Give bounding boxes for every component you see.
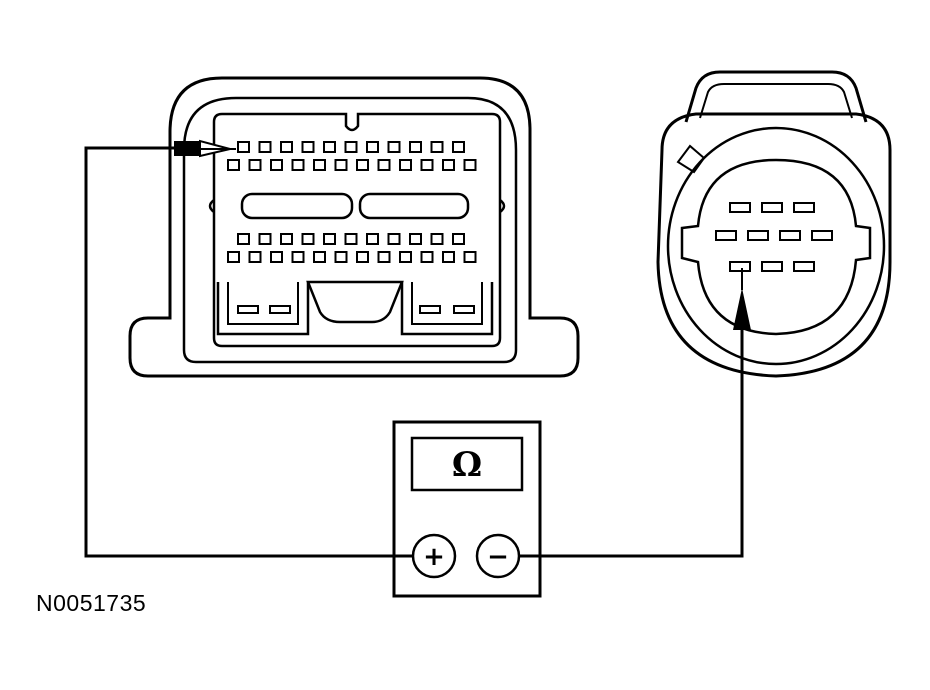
module-pin (356, 159, 369, 171)
module-pin (377, 251, 391, 263)
module-pin (334, 251, 348, 263)
module-power-pin (269, 305, 291, 314)
module-center-key (306, 280, 404, 324)
positive-test-lead (84, 146, 413, 558)
sensor-pin (715, 230, 737, 241)
positive-probe (174, 139, 236, 158)
module-housing-outline (128, 76, 580, 378)
module-pin (430, 233, 444, 245)
module-pin (377, 159, 391, 171)
sensor-pin (729, 202, 751, 213)
module-power-pocket-right (400, 282, 494, 336)
test-leads (84, 146, 744, 558)
module-pin (344, 233, 358, 245)
module-pin (291, 159, 305, 171)
module-pin (387, 141, 401, 153)
module-pin (237, 233, 250, 245)
multimeter-display (410, 436, 524, 492)
module-pin (387, 233, 401, 245)
module-pin (452, 141, 465, 153)
sensor-body-outline (656, 112, 892, 378)
module-pin (248, 159, 262, 171)
module-pin (280, 141, 293, 153)
sensor-pin (779, 230, 801, 241)
sensor-pin (811, 230, 833, 241)
sensor-pin (729, 261, 751, 272)
multimeter-ohm-symbol: Ω (452, 445, 482, 485)
module-pin (248, 251, 262, 263)
module-latch-left (208, 199, 215, 213)
module-pin (313, 159, 326, 171)
module-pin (323, 233, 336, 245)
module-pin (399, 159, 412, 171)
module-pin (442, 159, 455, 171)
module-pin (420, 159, 434, 171)
module-power-pin (237, 305, 259, 314)
module-pin (301, 233, 315, 245)
negative-test-lead (519, 320, 744, 558)
sensor-inner-ring (666, 126, 886, 366)
module-pin (356, 251, 369, 263)
module-key-slot-left (240, 192, 354, 220)
module-pin (430, 141, 444, 153)
multimeter-body (392, 420, 542, 598)
module-pin (227, 159, 240, 171)
module-pin (366, 141, 379, 153)
module-power-pocket-left-inner (227, 282, 299, 325)
sensor-pin (793, 261, 815, 272)
sensor-latch-inner (699, 83, 853, 119)
module-face (212, 112, 502, 348)
module-power-pin (453, 305, 475, 314)
sensor-pin (761, 261, 783, 272)
sensor-connector (656, 70, 892, 378)
module-pin (270, 251, 283, 263)
sensor-latch (684, 70, 868, 123)
module-pin (227, 251, 240, 263)
sensor-key (676, 144, 706, 174)
module-pin (313, 251, 326, 263)
module-connector (128, 76, 580, 378)
module-pin (409, 233, 422, 245)
sensor-pin (793, 202, 815, 213)
module-shroud (182, 96, 518, 364)
module-pin (270, 159, 283, 171)
module-pin (237, 141, 250, 153)
figure-reference-id: N0051735 (36, 590, 147, 616)
module-key-slot-right (358, 192, 470, 220)
module-pin-array (227, 141, 477, 263)
module-pin (334, 159, 348, 171)
module-pin (258, 141, 272, 153)
multimeter-negative-label: − (487, 542, 509, 572)
module-pin (399, 251, 412, 263)
module-pin (344, 141, 358, 153)
sensor-pin (761, 202, 783, 213)
module-pin (291, 251, 305, 263)
module-pin (463, 159, 477, 171)
module-pin (258, 233, 272, 245)
sensor-face (680, 158, 872, 336)
module-pin (409, 141, 422, 153)
module-pin (280, 233, 293, 245)
multimeter-positive-label: + (423, 542, 445, 572)
module-pin (366, 233, 379, 245)
sensor-pin (747, 230, 769, 241)
module-pin (463, 251, 477, 263)
module-pin (442, 251, 455, 263)
module-pin (323, 141, 336, 153)
module-power-pin (419, 305, 441, 314)
module-pin (452, 233, 465, 245)
module-power-pocket-right-inner (411, 282, 483, 325)
module-latch-right (499, 199, 506, 213)
module-pin (301, 141, 315, 153)
module-power-pocket-left (216, 282, 310, 336)
negative-probe (733, 268, 751, 330)
module-pin (420, 251, 434, 263)
